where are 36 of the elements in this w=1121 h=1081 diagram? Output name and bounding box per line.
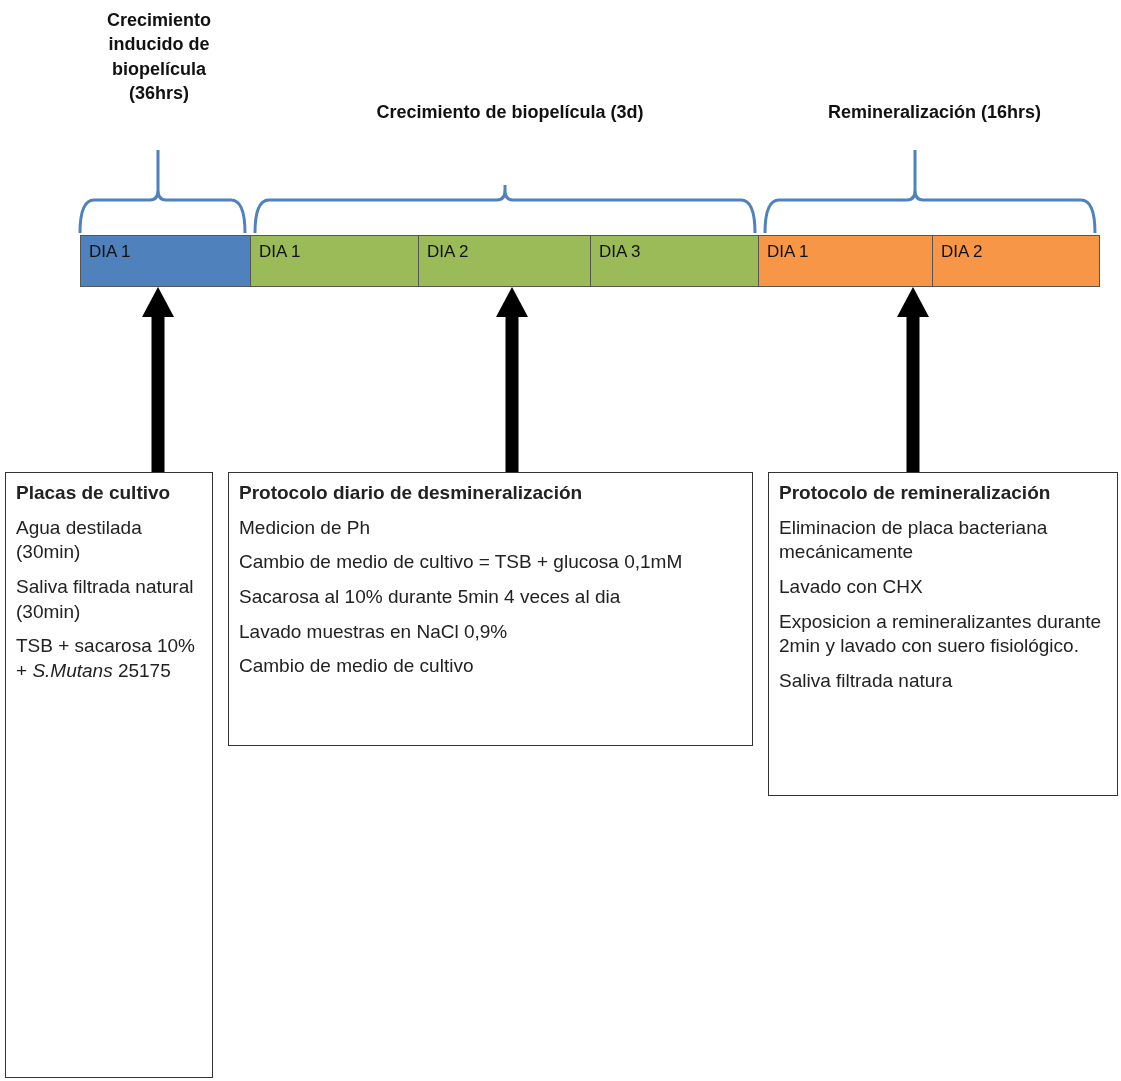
segment-label: DIA 2 [941,242,983,262]
list-item: Eliminacion de placa bacteriana mecánicamente [779,515,1049,565]
arrow [142,287,174,472]
list-item: Lavado con CHX [779,575,924,600]
timeline-segment [418,235,591,287]
list-item: Medicion de Ph [239,515,371,540]
protocol-box [5,472,213,1078]
list-item: Agua destilada (30min) [16,515,143,565]
timeline-segment [250,235,419,287]
list-item: Lavado muestras en NaCl 0,9% [239,619,509,644]
segment-label: DIA 1 [767,242,809,262]
protocol-box [228,472,753,746]
timeline-segment [80,235,251,287]
segment-label: DIA 3 [599,242,641,262]
arrow [496,287,528,472]
box-heading: Protocolo diario de desmineralización [239,481,584,505]
box-heading: Placas de cultivo [16,481,172,505]
list-item: Cambio de medio de cultivo [239,654,475,679]
list-item: Saliva filtrada natura [779,669,954,694]
list-item: Sacarosa al 10% durante 5min 4 veces al dia [239,585,622,610]
segment-label: DIA 1 [259,242,301,262]
list-item: TSB + sacarosa 10% + S.Mutans 25175 [16,634,196,684]
box-heading: Protocolo de remineralización [779,481,1052,505]
timeline-segment [590,235,759,287]
list-item: Cambio de medio de cultivo = TSB + glucosa 0,1mM [239,550,684,575]
protocol-box [768,472,1118,796]
section-heading: Crecimiento de biopelícula (3d) [375,101,645,124]
list-item: Exposicion a remineralizantes durante 2min y lavado con suero fisiológico. [779,609,1103,659]
list-item: Saliva filtrada natural (30min) [16,575,195,624]
timeline-segment [758,235,933,287]
section-heading: Remineralización (16hrs) [826,101,1043,124]
section-heading: Crecimiento inducido de biopelícula (36hrs) [106,9,212,105]
segment-label: DIA 2 [427,242,469,262]
timeline-segment [932,235,1100,287]
segment-label: DIA 1 [89,242,131,262]
arrow [897,287,929,472]
